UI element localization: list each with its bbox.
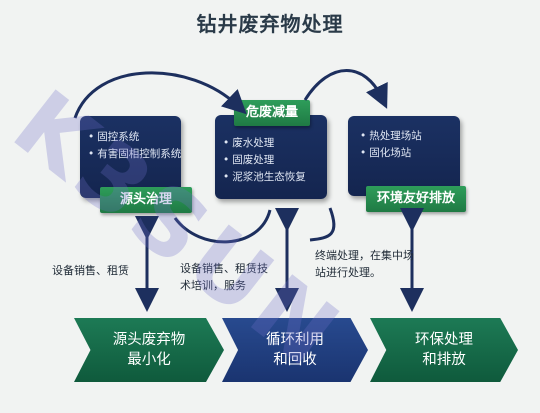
curved-arrow-bottom [173,209,272,244]
hazard-reduction-panel: 废水处理 固废处理 泥浆池生态恢复 [215,115,327,199]
panel-item: 废水处理 [223,135,327,152]
source-control-panel: 固控系统 有害固相控制系统 [80,116,181,198]
stage-eco-treatment: 环保处理 和排放 [370,318,518,382]
eco-discharge-tag: 环境友好排放 [366,186,466,212]
stage-source-minimization: 源头废弃物 最小化 [74,318,224,382]
note-terminal-processing: 终端处理，在集中场 站进行处理。 [315,249,414,279]
curved-arrow-left [73,71,247,119]
stage-recycle-recovery: 循环利用 和回收 [222,318,368,382]
curved-arrow-lower-right [309,207,336,242]
hazard-reduction-tag: 危废减量 [234,100,310,126]
panel-item: 有害固相控制系统 [88,146,181,163]
panel-item: 固控系统 [88,129,181,146]
note-sales-training: 设备销售、租赁技 术培训，服务 [180,262,268,292]
panel-item: 固化场站 [360,145,460,162]
eco-discharge-panel: 热处理场站 固化场站 [348,116,460,196]
note-equipment-sales: 设备销售、租赁 [52,264,129,277]
diagram-title: 钻井废弃物处理 [196,12,344,36]
source-control-tag: 源头治理 [100,187,192,213]
panel-item: 固废处理 [223,152,327,169]
panel-item: 泥浆池生态恢复 [223,169,327,186]
curved-arrow-right [303,69,388,109]
panel-item: 热处理场站 [360,128,460,145]
